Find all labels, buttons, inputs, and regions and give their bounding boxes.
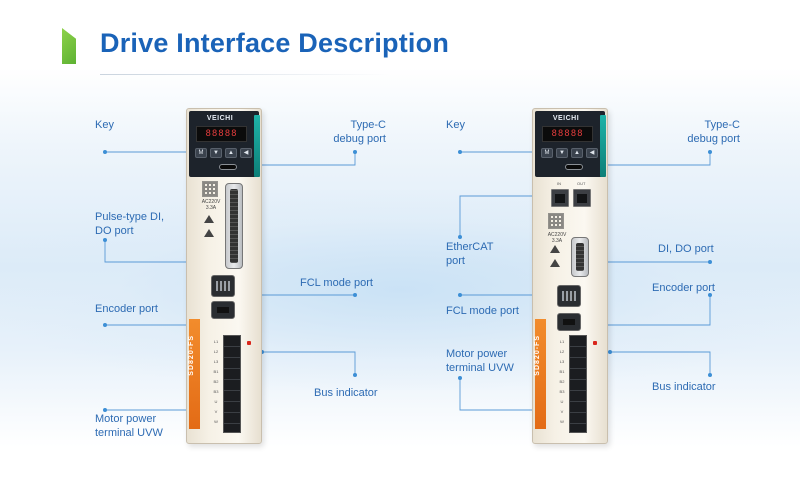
status-strip xyxy=(600,115,606,177)
warning-icon xyxy=(550,245,560,253)
label-key-left: Key xyxy=(95,119,114,131)
up-key[interactable]: ▲ xyxy=(571,148,583,158)
bus-indicator-led xyxy=(593,341,597,345)
label-bus-left: Bus indicator xyxy=(314,387,378,399)
shift-key[interactable]: ◀ xyxy=(586,148,598,158)
drive-control-panel: VEICHI 88888 M ▼ ▲ ◀ xyxy=(535,111,606,177)
model-label: SD820-FS xyxy=(188,335,195,376)
label-pulse-left: Pulse-type DI, DO port xyxy=(95,211,165,237)
di-do-connector xyxy=(225,183,243,269)
label-key-right: Key xyxy=(446,119,465,131)
label-motor-left: Motor power terminal UVW xyxy=(95,413,163,439)
label-fcl-right: FCL mode port xyxy=(446,305,519,317)
di-do-connector xyxy=(571,237,589,277)
typec-port xyxy=(219,164,237,170)
ethercat-out-port xyxy=(573,189,591,207)
label-encoder-left: Encoder port xyxy=(95,303,158,315)
keypad: M ▼ ▲ ◀ xyxy=(195,148,252,158)
out-label: OUT xyxy=(577,181,586,186)
label-fcl-left: FCL mode port xyxy=(300,277,373,289)
segment-display: 88888 xyxy=(542,126,593,142)
down-key[interactable]: ▼ xyxy=(556,148,568,158)
drive-brand: VEICHI xyxy=(206,115,234,122)
power-terminal-block xyxy=(569,335,587,433)
title-underline xyxy=(100,74,390,75)
model-label: SD820-FS xyxy=(534,335,541,376)
typec-port xyxy=(565,164,583,170)
warning-icon xyxy=(204,229,214,237)
servo-drive-left: VEICHI 88888 M ▼ ▲ ◀ AC220V 3.3A SD820-F… xyxy=(186,108,262,444)
mode-key[interactable]: M xyxy=(195,148,207,158)
title-accent-mark xyxy=(62,28,76,64)
rating-text: AC220V 3.3A xyxy=(201,199,221,211)
label-dido-right: DI, DO port xyxy=(658,243,714,255)
rating-text: AC220V 3.3A xyxy=(547,232,567,244)
down-key[interactable]: ▼ xyxy=(210,148,222,158)
label-motor-right: Motor power terminal UVW xyxy=(446,348,514,374)
page-title: Drive Interface Description xyxy=(100,28,450,58)
warning-icon xyxy=(204,215,214,223)
status-strip xyxy=(254,115,260,177)
drive-brand: VEICHI xyxy=(552,115,580,122)
in-label: IN xyxy=(557,181,561,186)
orange-stripe xyxy=(189,319,200,429)
leader-typec-left xyxy=(246,152,356,166)
orange-stripe xyxy=(535,319,546,429)
encoder-port xyxy=(557,313,581,331)
ethercat-in-port xyxy=(551,189,569,207)
power-terminal-block xyxy=(223,335,241,433)
warning-icon xyxy=(550,259,560,267)
label-encoder-right: Encoder port xyxy=(652,282,715,294)
fcl-port xyxy=(211,275,235,297)
qr-code xyxy=(548,213,564,229)
shift-key[interactable]: ◀ xyxy=(240,148,252,158)
label-ethercat-right: EtherCAT port xyxy=(446,241,494,267)
leader-typec-right xyxy=(592,152,711,166)
servo-drive-right: VEICHI 88888 M ▼ ▲ ◀ IN OUT AC220V 3.3A … xyxy=(532,108,608,444)
leader-encoder-right xyxy=(604,295,711,326)
segment-display: 88888 xyxy=(196,126,247,142)
leader-bus-right xyxy=(610,351,711,375)
mode-key[interactable]: M xyxy=(541,148,553,158)
encoder-port xyxy=(211,301,235,319)
leader-ethercat-right xyxy=(459,195,560,237)
label-bus-right: Bus indicator xyxy=(652,381,716,393)
label-typec-right: Type-C debug port xyxy=(687,119,740,145)
up-key[interactable]: ▲ xyxy=(225,148,237,158)
drive-control-panel: VEICHI 88888 M ▼ ▲ ◀ xyxy=(189,111,260,177)
leader-bus-left xyxy=(262,351,356,375)
fcl-port xyxy=(557,285,581,307)
keypad: M ▼ ▲ ◀ xyxy=(541,148,598,158)
qr-code xyxy=(202,181,218,197)
bus-indicator-led xyxy=(247,341,251,345)
label-typec-left: Type-C debug port xyxy=(333,119,386,145)
